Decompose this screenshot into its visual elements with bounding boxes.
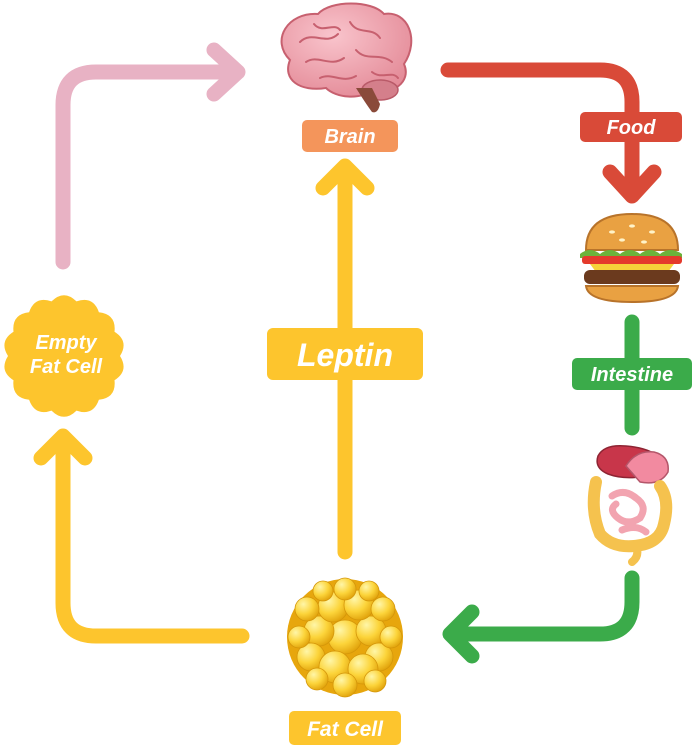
burger-icon [580, 212, 682, 304]
intestine-label: Intestine [572, 358, 692, 390]
fat-globule [332, 672, 358, 698]
brain-label: Brain [302, 120, 398, 152]
empty-fat-cell-label-line2: Fat Cell [30, 356, 103, 378]
arrow-fatcell-to-empty [33, 428, 250, 644]
arrow-intestine-to-fatcell [442, 570, 640, 664]
svg-text:Brain: Brain [324, 126, 375, 148]
arrow-empty-to-brain [55, 42, 246, 270]
arrow-brain-to-food [440, 62, 662, 204]
svg-text:Leptin: Leptin [297, 337, 393, 373]
fat-globule [305, 667, 329, 691]
fat-globule [312, 580, 334, 602]
empty-fat-cell-label-line1: Empty [35, 332, 97, 354]
fat-globule [287, 625, 311, 649]
digestive-system-icon [587, 444, 673, 566]
fat-globule [370, 596, 396, 622]
leptin-label: Leptin [267, 328, 423, 380]
empty-fat-cell: Empty Fat Cell [4, 295, 124, 417]
svg-text:Intestine: Intestine [591, 364, 673, 386]
fat-globule [363, 669, 387, 693]
brain-icon [280, 2, 413, 113]
svg-text:Fat Cell: Fat Cell [307, 718, 384, 741]
fat-globule [294, 596, 320, 622]
fat-globule [379, 625, 403, 649]
fat-cell-icon [287, 577, 403, 698]
fat-globule [333, 577, 357, 601]
svg-text:Food: Food [607, 117, 657, 139]
food-label: Food [580, 112, 682, 142]
fat-globule [358, 580, 380, 602]
fat-cell-label: Fat Cell [289, 711, 401, 745]
